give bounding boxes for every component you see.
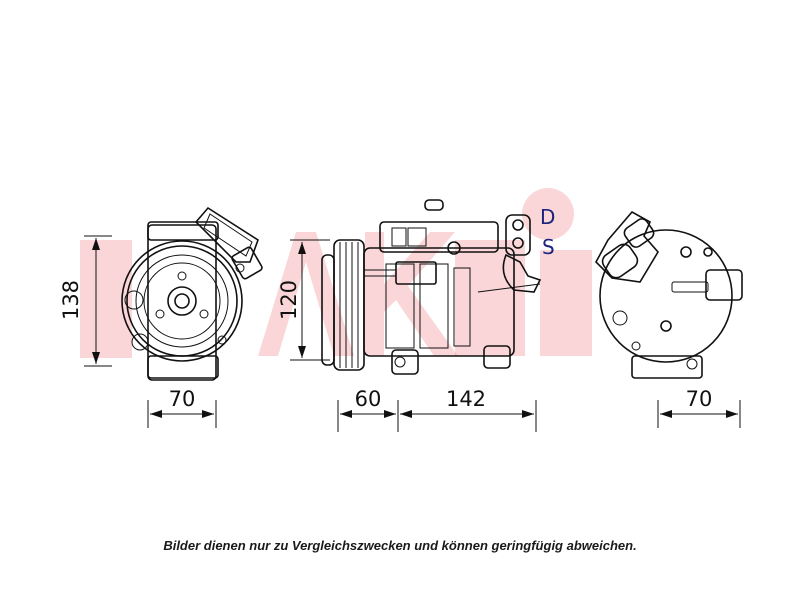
brand-watermark — [80, 188, 592, 358]
rear-width-dimension: 70 — [657, 387, 741, 428]
suction-port-label: S — [542, 235, 555, 259]
pulley-length-label: 60 — [355, 387, 382, 411]
front-height-dimension: 138 — [59, 235, 112, 367]
side-length-dimensions: 60 142 — [337, 387, 537, 432]
port-labels: D S — [540, 205, 555, 259]
front-width-dimension: 70 — [147, 387, 217, 428]
discharge-port-label: D — [540, 205, 555, 229]
side-height-dimension: 120 — [277, 239, 330, 361]
body-length-label: 142 — [446, 387, 486, 411]
front-height-label: 138 — [59, 280, 83, 320]
side-view — [321, 199, 542, 375]
disclaimer-text: Bilder dienen nur zu Vergleichszwecken u… — [163, 538, 637, 553]
front-view — [121, 206, 263, 381]
rear-view — [595, 210, 743, 379]
side-height-label: 120 — [277, 280, 301, 320]
front-width-label: 70 — [169, 387, 196, 411]
rear-width-label: 70 — [686, 387, 713, 411]
